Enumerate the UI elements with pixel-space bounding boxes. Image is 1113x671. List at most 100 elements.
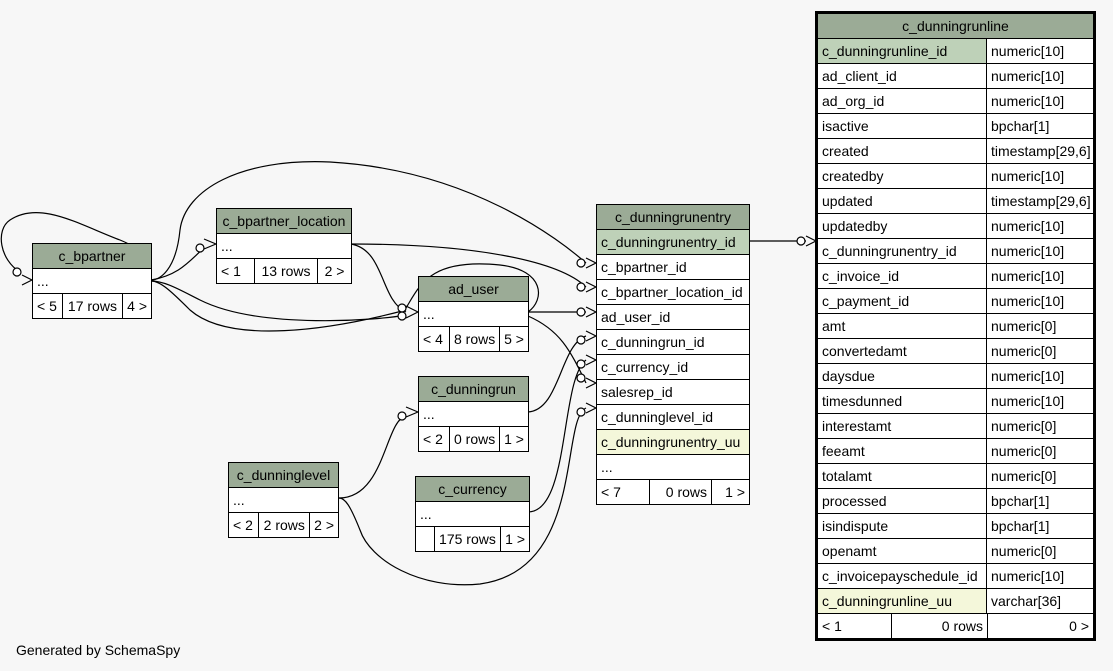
crowfoot-marker	[805, 235, 817, 247]
column-name[interactable]: c_payment_id	[822, 293, 910, 309]
column-name[interactable]: isactive	[822, 118, 869, 134]
column-c-dunninglevel-id[interactable]: c_dunninglevel_id	[601, 409, 714, 425]
column-name[interactable]: openamt	[822, 543, 877, 559]
column-name[interactable]: updated	[822, 193, 873, 209]
column-name[interactable]: c_invoicepayschedule_id	[822, 568, 978, 584]
table-c-bpartner[interactable]: c_bpartner ... < 5 17 rows 4 >	[32, 243, 152, 319]
table-title[interactable]: c_dunningrunline	[818, 14, 1093, 39]
nav-prev[interactable]: < 7	[601, 484, 621, 500]
column-name[interactable]: updatedby	[822, 218, 888, 234]
column-name[interactable]: created	[822, 143, 869, 159]
column-name[interactable]: processed	[822, 493, 887, 509]
crowfoot-marker	[405, 406, 419, 418]
table-title[interactable]: ad_user	[419, 277, 528, 302]
nav-prev[interactable]: < 2	[423, 431, 443, 447]
table-row[interactable]: isindispute bpchar[1]	[818, 514, 1093, 539]
table-title[interactable]: c_bpartner_location	[217, 209, 351, 234]
edge-origin-marker	[576, 307, 586, 317]
edge-origin-marker	[397, 311, 407, 321]
table-c-bpartner-location[interactable]: c_bpartner_location ... < 1 13 rows 2 >	[216, 208, 352, 284]
nav-next[interactable]: 4 >	[122, 294, 151, 318]
table-row[interactable]: convertedamt numeric[0]	[818, 339, 1093, 364]
column-type: numeric[0]	[986, 339, 1093, 363]
nav-next[interactable]: 1 >	[711, 480, 749, 504]
table-title[interactable]: c_dunningrun	[419, 377, 528, 402]
column-name[interactable]: timesdunned	[822, 393, 903, 409]
column-name[interactable]: c_dunningrunentry_id	[822, 243, 957, 259]
nav-next[interactable]: 1 >	[500, 527, 529, 551]
nav-prev[interactable]: < 1	[221, 263, 241, 279]
table-row[interactable]: created timestamp[29,6]	[818, 139, 1093, 164]
row-count: 0 rows	[449, 427, 499, 451]
column-type: bpchar[1]	[986, 514, 1093, 538]
column-name[interactable]: isindispute	[822, 518, 889, 534]
nav-prev[interactable]: < 2	[233, 517, 253, 533]
nav-next[interactable]: 2 >	[317, 259, 351, 283]
column-salesrep-id[interactable]: salesrep_id	[601, 384, 673, 400]
nav-next[interactable]: 0 >	[987, 614, 1093, 638]
column-name[interactable]: feeamt	[822, 443, 865, 459]
column-c-bpartner-location-id[interactable]: c_bpartner_location_id	[601, 284, 743, 300]
table-title[interactable]: c_bpartner	[33, 244, 151, 269]
column-c-bpartner-id[interactable]: c_bpartner_id	[601, 259, 687, 275]
table-c-dunninglevel[interactable]: c_dunninglevel ... < 2 2 rows 2 >	[228, 462, 339, 538]
table-title[interactable]: c_currency	[416, 477, 529, 502]
nav-next[interactable]: 1 >	[499, 427, 528, 451]
column-c-dunningrunentry-uu[interactable]: c_dunningrunentry_uu	[601, 434, 741, 450]
table-c-dunningrunentry[interactable]: c_dunningrunentry c_dunningrunentry_id c…	[596, 204, 750, 505]
row-count: 175 rows	[433, 527, 500, 551]
table-c-dunningrun[interactable]: c_dunningrun ... < 2 0 rows 1 >	[418, 376, 529, 452]
nav-prev[interactable]: < 1	[822, 618, 842, 634]
table-title[interactable]: c_dunninglevel	[229, 463, 338, 488]
column-name[interactable]: convertedamt	[822, 343, 907, 359]
column-name[interactable]: c_dunningrunline_id	[818, 39, 986, 63]
column-name[interactable]: c_dunningrunline_uu	[818, 589, 986, 613]
column-type: timestamp[29,6]	[986, 139, 1093, 163]
nav-prev[interactable]	[416, 527, 434, 551]
edge-origin-marker	[195, 243, 205, 253]
nav-next[interactable]: 2 >	[309, 513, 338, 537]
crowfoot-marker	[585, 281, 597, 293]
table-c-currency[interactable]: c_currency ... 175 rows 1 >	[415, 476, 530, 552]
table-ad-user[interactable]: ad_user ... < 4 8 rows 5 >	[418, 276, 529, 352]
nav-next[interactable]: 5 >	[499, 327, 528, 351]
column-ad-user-id[interactable]: ad_user_id	[601, 309, 671, 325]
column-name[interactable]: daysdue	[822, 368, 875, 384]
column-c-currency-id[interactable]: c_currency_id	[601, 359, 689, 375]
column-c-dunningrun-id[interactable]: c_dunningrun_id	[601, 334, 705, 350]
nav-prev[interactable]: < 4	[423, 331, 443, 347]
column-name[interactable]: amt	[822, 318, 846, 334]
nav-prev[interactable]: < 5	[37, 298, 57, 314]
column-c-dunningrunentry-id[interactable]: c_dunningrunentry_id	[601, 234, 736, 250]
table-title[interactable]: c_dunningrunentry	[597, 205, 749, 230]
column-name[interactable]: ad_client_id	[822, 68, 897, 84]
row-count: 0 rows	[649, 480, 711, 504]
column-name[interactable]: interestamt	[822, 418, 892, 434]
column-name[interactable]: createdby	[822, 168, 884, 184]
column-name[interactable]: c_invoice_id	[822, 268, 900, 284]
column-name[interactable]: ad_org_id	[822, 93, 885, 109]
edge-currency	[527, 359, 587, 513]
column-name[interactable]: totalamt	[822, 468, 872, 484]
